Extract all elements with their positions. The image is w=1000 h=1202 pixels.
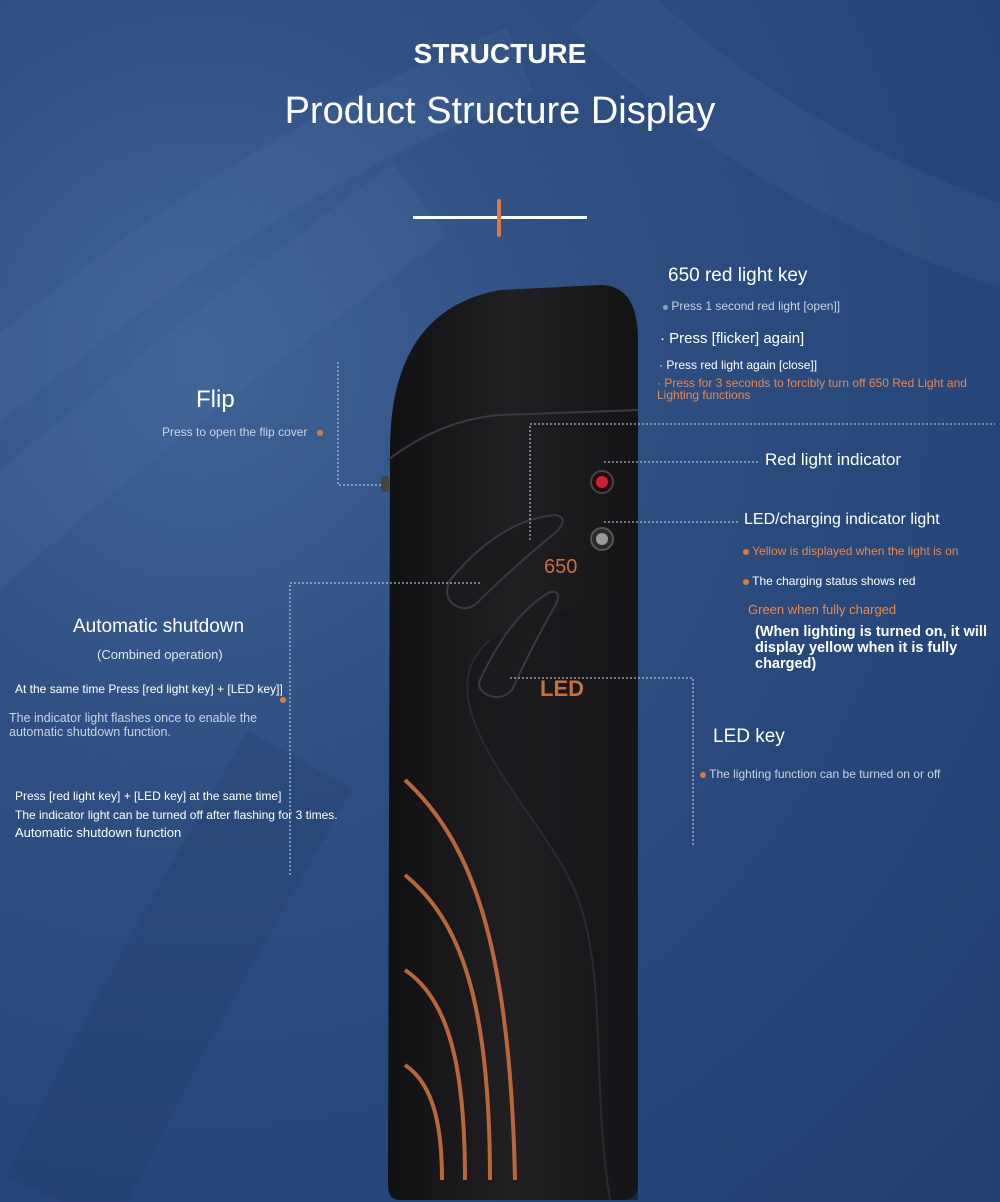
led-indicator-line2: The charging status shows red	[752, 574, 916, 588]
red-key-line1: Press 1 second red light [open]]	[671, 299, 841, 313]
red-key-line2: · Press [flicker] again]	[660, 330, 805, 347]
bullet-icon	[743, 579, 749, 585]
bullet-icon	[743, 549, 749, 555]
led-key-title: LED key	[713, 726, 785, 747]
red-key-title: 650 red light key	[668, 265, 808, 286]
auto-shutdown-subtitle: (Combined operation)	[97, 647, 223, 662]
bullet-icon	[280, 697, 286, 703]
title-divider-accent	[497, 199, 501, 237]
auto-shutdown-title: Automatic shutdown	[73, 616, 245, 637]
red-indicator-title: Red light indicator	[765, 450, 902, 469]
red-key-line3: · Press red light again [close]]	[659, 358, 818, 372]
bullet-icon	[663, 305, 668, 310]
led-indicator-line1: Yellow is displayed when the light is on	[752, 544, 959, 558]
flip-desc: Press to open the flip cover	[162, 425, 308, 439]
auto-shutdown-line4: The indicator light can be turned off af…	[15, 808, 338, 822]
red-key-line4: · Press for 3 seconds to forcibly turn o…	[657, 376, 967, 402]
bullet-icon	[700, 772, 706, 778]
page-title: Product Structure Display	[284, 90, 716, 132]
auto-shutdown-line2: The indicator light flashes once to enab…	[9, 711, 258, 739]
label-650: 650	[544, 556, 578, 578]
led-indicator-line4: (When lighting is turned on, it will dis…	[755, 624, 987, 672]
bullet-icon	[316, 430, 323, 436]
flip-title: Flip	[196, 386, 235, 413]
auto-shutdown-line3: Press [red light key] + [LED key] at the…	[15, 789, 282, 803]
section-header: STRUCTURE	[413, 38, 587, 69]
auto-shutdown-line1: At the same time Press [red light key] +…	[15, 682, 283, 696]
device-illustration	[381, 285, 639, 1201]
led-indicator-line3: Green when fully charged	[748, 602, 897, 617]
led-indicator-title: LED/charging indicator light	[744, 511, 940, 528]
auto-shutdown-line5: Automatic shutdown function	[15, 825, 182, 840]
label-led: LED	[540, 676, 584, 701]
led-key-desc: The lighting function can be turned on o…	[709, 767, 941, 781]
